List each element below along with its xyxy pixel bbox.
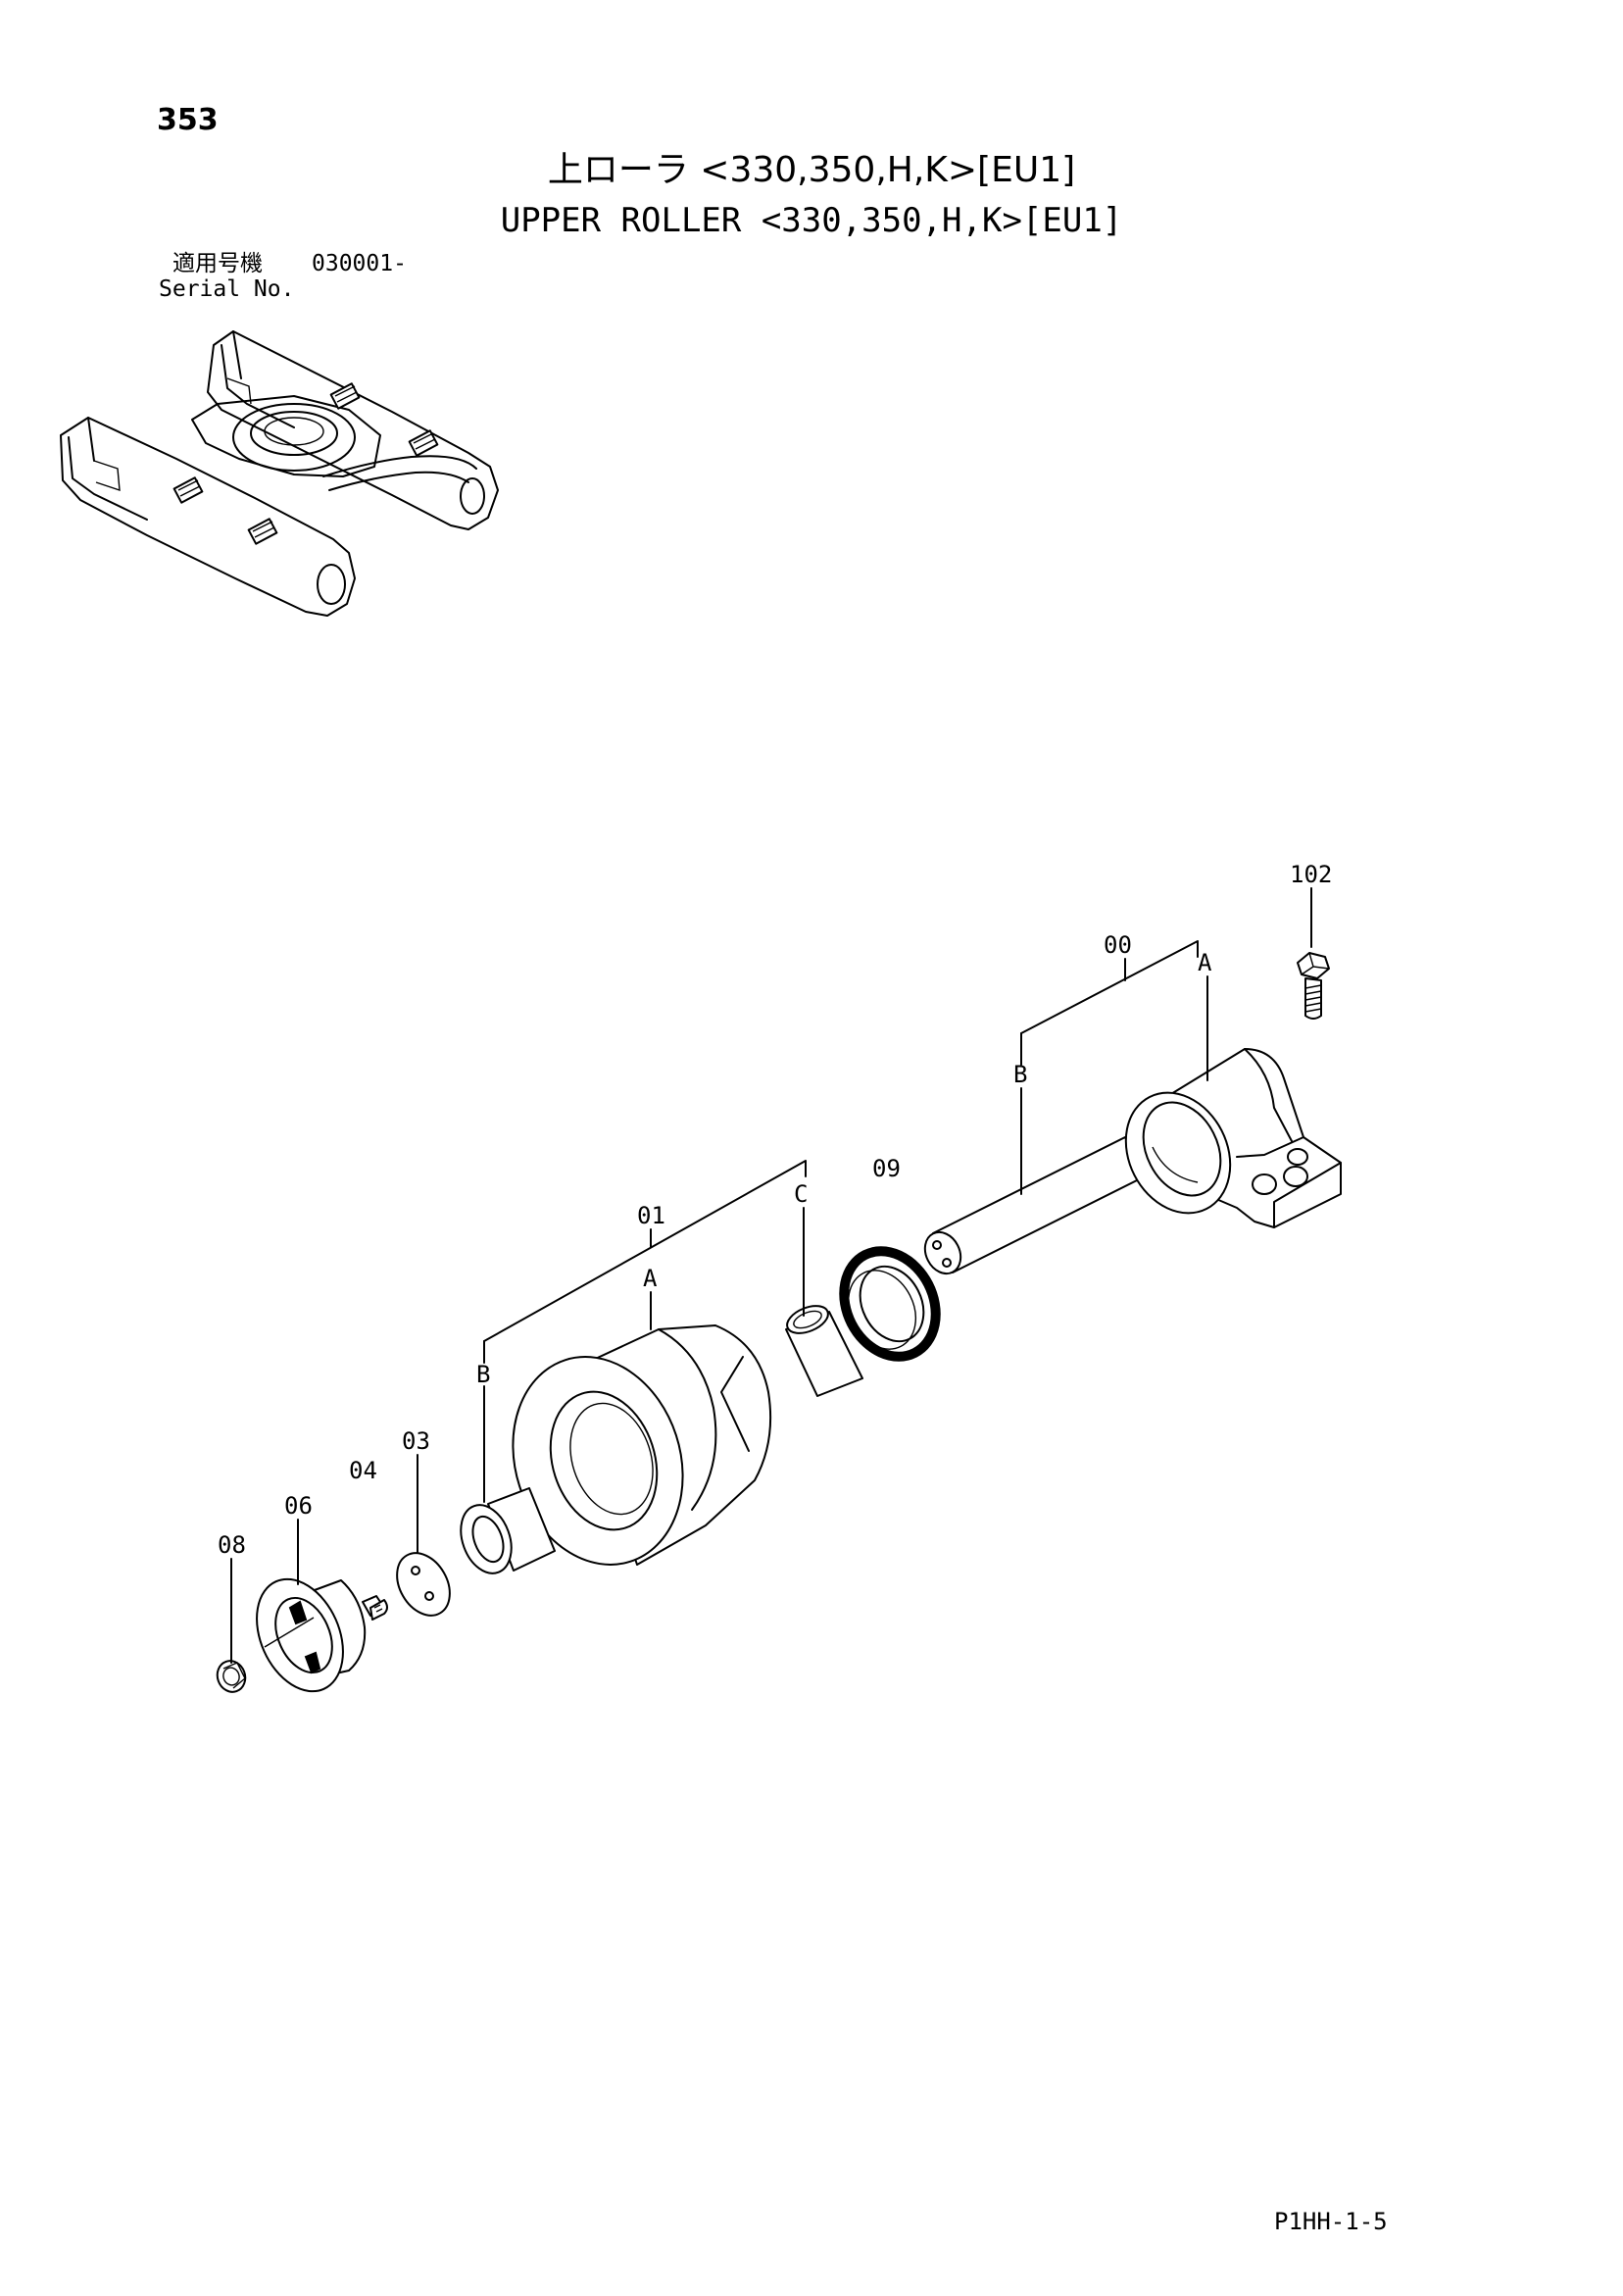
callout-00: 00 [1104,931,1132,959]
callout-01-b: B [476,1361,490,1388]
callout-08: 08 [218,1531,246,1559]
callout-04: 04 [349,1457,377,1484]
page-title-japanese: 上ローラ <330,350,H,K>[EU1] [547,150,1076,190]
serial-label-english: Serial No. [159,276,295,302]
callout-leader-lines [230,887,1312,1664]
callout-01-c: C [794,1180,808,1208]
callout-labels: 102 00 A B 09 01 C A B 03 04 06 08 [218,861,1332,1559]
serial-label-japanese: 適用号機 [172,251,263,276]
serial-number-value: 030001- [312,251,407,276]
callout-00-a: A [1198,949,1212,976]
track-frame-overview-illustration [60,330,499,617]
page-number: 353 [157,103,219,137]
part-04-screw [362,1595,388,1621]
page-title-english: UPPER ROLLER <330,350,H,K>[EU1] [500,201,1123,240]
callout-00-b: B [1013,1061,1027,1088]
callout-03: 03 [402,1427,430,1455]
callout-01: 01 [637,1202,665,1229]
callout-09: 09 [872,1155,901,1182]
part-00-shaft-bracket [923,1048,1342,1275]
part-03-plate [396,1552,451,1617]
part-01a-roller-body [512,1324,772,1566]
part-102-bolt [1297,952,1330,1020]
part-06-cover [256,1577,367,1693]
callout-01-a: A [643,1265,658,1292]
page-code: P1HH-1-5 [1274,2208,1388,2235]
part-09-seal [839,1246,941,1362]
callout-06: 06 [284,1492,313,1520]
part-01b-bushing [460,1487,556,1574]
part-08-plug [216,1660,247,1693]
part-01c-bushing [785,1305,863,1397]
callout-102: 102 [1290,861,1332,888]
frame-roller-marker [172,382,439,545]
